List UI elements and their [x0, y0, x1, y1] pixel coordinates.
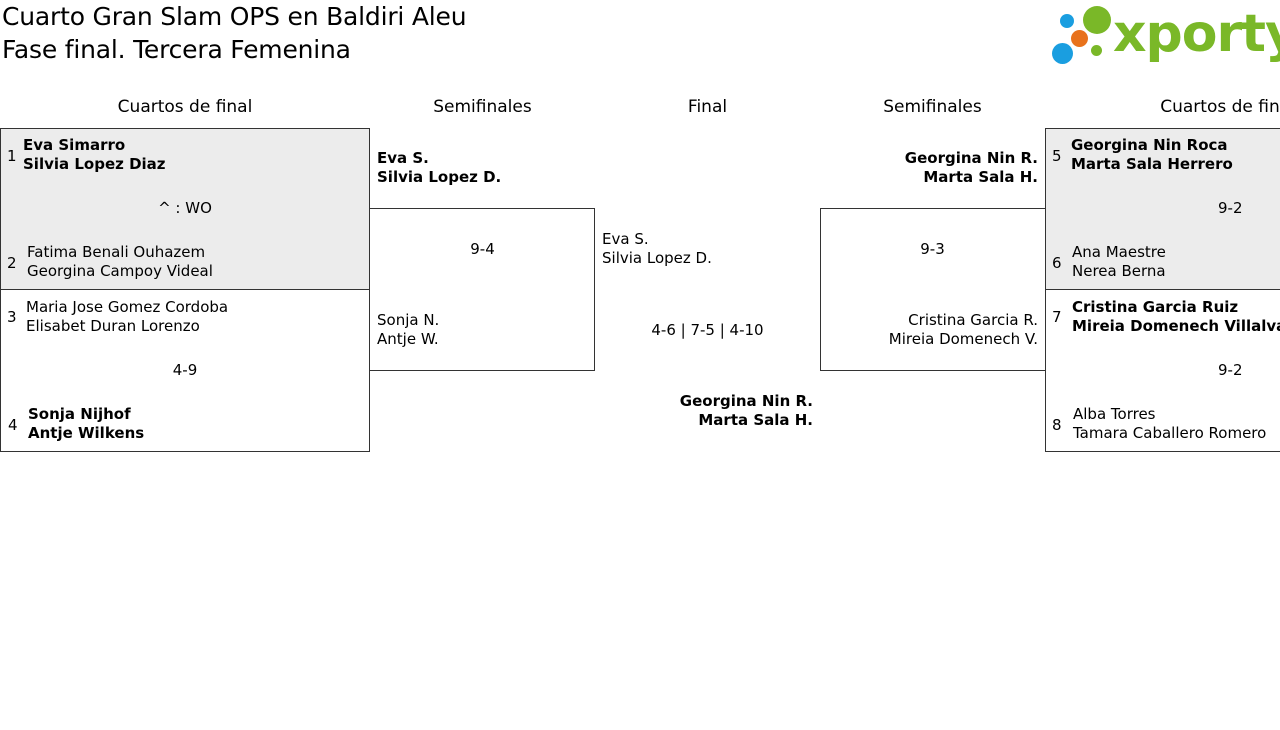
player-name: Silvia Lopez D. [377, 168, 502, 186]
player-name: Eva S. [377, 149, 429, 167]
player-name: Cristina Garcia Ruiz [1072, 298, 1239, 316]
player-name: Sonja N. [377, 311, 440, 329]
player-name: Alba Torres [1073, 405, 1156, 423]
player-name: Ana Maestre [1072, 243, 1166, 261]
player-name: Georgina Campoy Videal [27, 262, 213, 280]
player-name: Georgina Nin R. [904, 149, 1038, 167]
seed-number: 7 [1052, 308, 1062, 326]
player-name: Tamara Caballero Romero [1073, 424, 1267, 442]
right-quarterfinal-match-1[interactable] [1045, 128, 1280, 290]
final-score: 4-6 | 7-5 | 4-10 [651, 321, 764, 339]
xporty-logo-icon [1050, 4, 1112, 66]
match-score: 4-9 [172, 361, 198, 379]
seed-number: 6 [1052, 254, 1062, 272]
seed-number: 8 [1052, 416, 1062, 434]
left-semifinal-match[interactable] [369, 208, 595, 371]
player-name: Elisabet Duran Lorenzo [26, 317, 200, 335]
round-header-right-semifinals: Semifinales [883, 97, 982, 117]
match-score: 9-2 [1218, 199, 1243, 217]
seed-number: 5 [1052, 147, 1062, 165]
player-name: Sonja Nijhof [28, 405, 131, 423]
round-header-right-quarterfinals: Cuartos de fin [1160, 97, 1280, 117]
seed-number: 3 [7, 308, 17, 326]
player-name: Mireia Domenech Villalva [1072, 317, 1280, 335]
player-name: Antje W. [377, 330, 439, 348]
player-name: Cristina Garcia R. [908, 311, 1038, 329]
player-name: Silvia Lopez Diaz [23, 155, 166, 173]
player-name: Eva S. [602, 230, 649, 248]
left-quarterfinal-match-1[interactable] [0, 128, 370, 290]
seed-number: 2 [7, 254, 17, 272]
player-name: Maria Jose Gomez Cordoba [26, 298, 229, 316]
match-score: 9-3 [920, 240, 945, 258]
page-subtitle: Fase final. Tercera Femenina [2, 35, 351, 64]
match-score: 9-2 [1218, 361, 1243, 379]
player-name: Silvia Lopez D. [602, 249, 712, 267]
round-header-final: Final [687, 97, 728, 117]
round-header-left-quarterfinals: Cuartos de final [117, 97, 253, 117]
player-name: Antje Wilkens [28, 424, 145, 442]
player-name: Eva Simarro [23, 136, 126, 154]
match-score: ^ : WO [158, 199, 212, 217]
seed-number: 4 [8, 416, 18, 434]
player-name: Fatima Benali Ouhazem [27, 243, 206, 261]
player-name: Mireia Domenech V. [888, 330, 1038, 348]
right-quarterfinal-match-2[interactable] [1045, 289, 1280, 452]
page-title: Cuarto Gran Slam OPS en Baldiri Aleu [2, 2, 467, 31]
match-score: 9-4 [470, 240, 495, 258]
player-name: Marta Sala Herrero [1071, 155, 1233, 173]
player-name: Georgina Nin Roca [1071, 136, 1228, 154]
champion-name: Georgina Nin R. [679, 392, 813, 410]
champion-name: Marta Sala H. [698, 411, 813, 429]
xporty-logo[interactable]: xporty [1113, 4, 1280, 64]
seed-number: 1 [7, 147, 17, 165]
player-name: Marta Sala H. [923, 168, 1038, 186]
player-name: Nerea Berna [1072, 262, 1166, 280]
round-header-left-semifinals: Semifinales [433, 97, 532, 117]
